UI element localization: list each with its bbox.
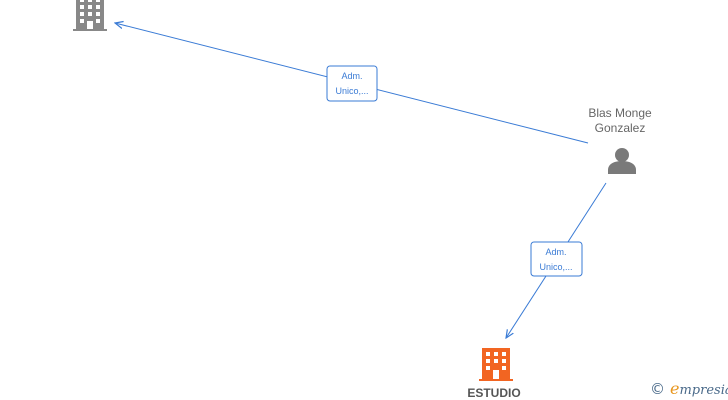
person-node-blas-monge-gonzalez[interactable]: Blas Monge Gonzalez [588, 106, 652, 174]
edge-label-line1: Adm. [545, 247, 566, 257]
edge-label-line2: Unico,... [539, 262, 572, 272]
copyright-footer: © empresia [650, 379, 728, 399]
building-icon [73, 0, 107, 31]
person-name-line1: Blas Monge [588, 106, 652, 120]
edge-person-to-company-estudio[interactable]: Adm. Unico,... [506, 182, 607, 338]
edge-label-box [326, 65, 378, 102]
company-name: ESTUDIO [467, 386, 520, 400]
building-icon [479, 348, 513, 381]
company-node-top[interactable] [73, 0, 107, 31]
person-icon [608, 148, 636, 174]
edge-person-to-company-top[interactable]: Adm. Unico,... [115, 23, 589, 144]
copyright-icon: © [650, 379, 665, 398]
brand-logo[interactable]: empresia [670, 379, 728, 398]
edge-label-adm-unico-top[interactable]: Adm. Unico,... [326, 65, 378, 102]
person-name-line2: Gonzalez [595, 121, 646, 135]
edge-label-adm-unico-estudio[interactable]: Adm. Unico,... [530, 241, 583, 277]
edge-label-line2: Unico,... [335, 86, 368, 96]
edge-label-line1: Adm. [341, 71, 362, 81]
edge-label-box [530, 241, 583, 277]
company-node-estudio[interactable]: ESTUDIO [467, 348, 521, 400]
brand-initial: e [670, 379, 680, 398]
brand-name: mpresia [679, 383, 728, 398]
